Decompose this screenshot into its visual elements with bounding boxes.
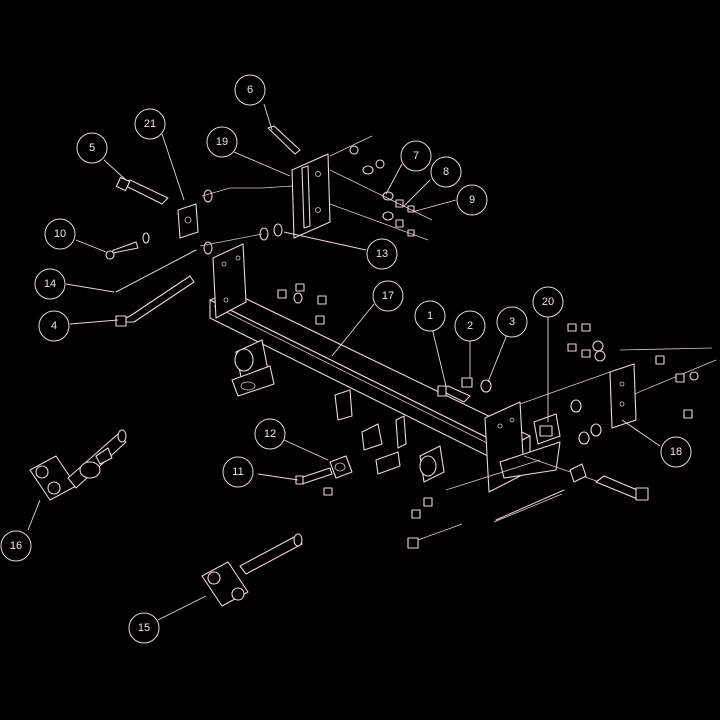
- callout-label-16: 16: [10, 540, 22, 552]
- callout-15: 15: [128, 612, 160, 644]
- pin-assembly-15: [201, 533, 303, 607]
- callout-label-5: 5: [89, 142, 95, 154]
- callout-label-18: 18: [670, 446, 682, 458]
- callout-label-4: 4: [51, 320, 57, 332]
- callout-5: 5: [76, 132, 108, 164]
- callout-label-8: 8: [443, 166, 449, 178]
- callout-16: 16: [0, 530, 32, 562]
- callout-label-10: 10: [54, 228, 66, 240]
- callout-label-9: 9: [469, 194, 475, 206]
- left-upper-bracket-assembly: [105, 125, 415, 327]
- right-bracket-assembly: [295, 323, 699, 549]
- callout-label-14: 14: [44, 278, 56, 290]
- callout-8: 8: [430, 156, 462, 188]
- callout-label-1: 1: [427, 310, 433, 322]
- callout-14: 14: [34, 268, 66, 300]
- callout-13: 13: [366, 238, 398, 270]
- crossbar-part: [209, 243, 561, 493]
- callout-label-3: 3: [509, 316, 515, 328]
- leader-lines: [27, 103, 661, 621]
- callout-label-11: 11: [232, 466, 243, 478]
- callout-label-7: 7: [413, 150, 419, 162]
- callout-label-19: 19: [216, 136, 228, 148]
- callout-label-21: 21: [144, 118, 156, 130]
- callout-10: 10: [44, 218, 76, 250]
- callout-label-2: 2: [467, 320, 473, 332]
- callout-11: 11: [222, 456, 254, 488]
- callout-4: 4: [38, 310, 70, 342]
- callout-19: 19: [206, 126, 238, 158]
- callout-20: 20: [532, 286, 564, 318]
- callout-1: 1: [414, 300, 446, 332]
- callout-label-6: 6: [247, 84, 253, 96]
- callout-12: 12: [254, 418, 286, 450]
- callout-18: 18: [660, 436, 692, 468]
- callout-21: 21: [134, 108, 166, 140]
- callout-label-12: 12: [264, 428, 276, 440]
- callout-label-15: 15: [138, 622, 150, 634]
- callout-2: 2: [454, 310, 486, 342]
- callout-label-20: 20: [542, 296, 554, 308]
- callout-3: 3: [496, 306, 528, 338]
- callout-label-13: 13: [376, 248, 388, 260]
- callout-label-17: 17: [382, 290, 394, 302]
- callout-9: 9: [456, 184, 488, 216]
- callout-6: 6: [234, 74, 266, 106]
- callout-17: 17: [372, 280, 404, 312]
- callout-7: 7: [400, 140, 432, 172]
- pin-assembly-16: [29, 429, 127, 501]
